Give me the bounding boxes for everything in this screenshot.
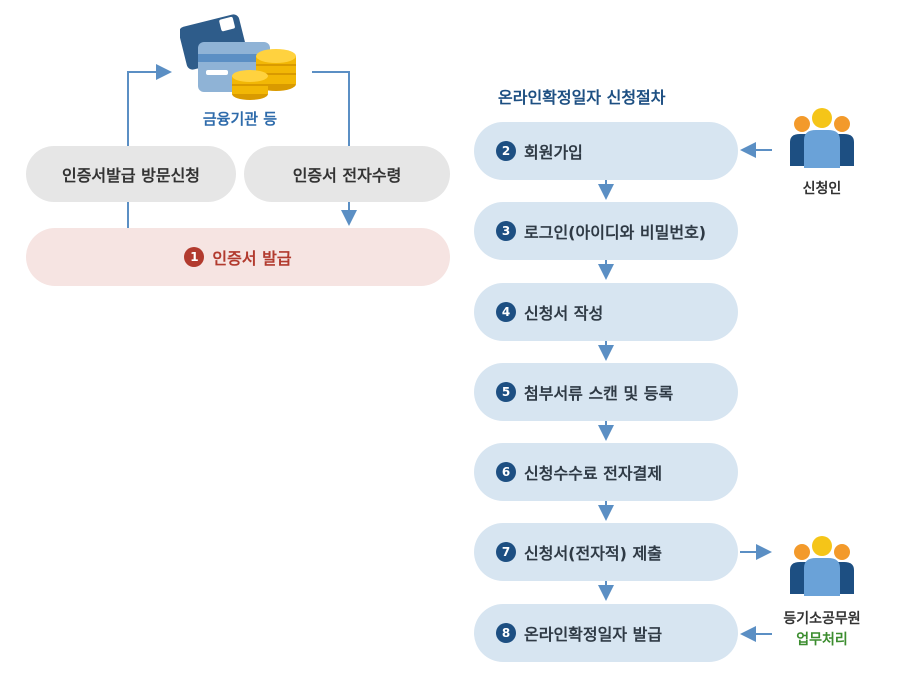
electronic-receive-pill: 인증서 전자수령 bbox=[244, 146, 450, 202]
procedure-title: 온라인확정일자 신청절차 bbox=[498, 88, 666, 107]
officer-group-icon bbox=[790, 536, 854, 596]
step-number: 3 bbox=[496, 221, 516, 241]
step-label: 첨부서류 스캔 및 등록 bbox=[524, 384, 674, 403]
certificate-issue-pill: 1 인증서 발급 bbox=[26, 228, 450, 286]
step-label: 로그인(아이디와 비밀번호) bbox=[524, 223, 707, 242]
step-7: 7 신청서(전자적) 제출 bbox=[474, 523, 738, 581]
step-label: 신청서 작성 bbox=[524, 304, 604, 323]
step-3: 3 로그인(아이디와 비밀번호) bbox=[474, 202, 738, 260]
institution-label: 금융기관 등 bbox=[202, 110, 278, 128]
step-number: 8 bbox=[496, 623, 516, 643]
step-5: 5 첨부서류 스캔 및 등록 bbox=[474, 363, 738, 421]
step-label: 온라인확정일자 발급 bbox=[524, 625, 663, 644]
step-number: 5 bbox=[496, 382, 516, 402]
applicant-group-icon bbox=[790, 108, 854, 168]
officer-label: 등기소공무원 bbox=[783, 611, 861, 627]
visit-request-pill: 인증서발급 방문신청 bbox=[26, 146, 236, 202]
step-2: 2 회원가입 bbox=[474, 122, 738, 180]
officer-sub-label: 업무처리 bbox=[796, 632, 848, 648]
step-label: 신청서(전자적) 제출 bbox=[524, 544, 662, 563]
step-8: 8 온라인확정일자 발급 bbox=[474, 604, 738, 662]
step-4: 4 신청서 작성 bbox=[474, 283, 738, 341]
certificate-issue-label: 인증서 발급 bbox=[212, 249, 292, 268]
card-coins-icon bbox=[180, 14, 296, 100]
step-number: 4 bbox=[496, 302, 516, 322]
step-number-1: 1 bbox=[184, 247, 205, 267]
step-6: 6 신청수수료 전자결제 bbox=[474, 443, 738, 501]
step-label: 신청수수료 전자결제 bbox=[524, 464, 663, 483]
step-number: 2 bbox=[496, 141, 516, 161]
step-number: 6 bbox=[496, 462, 516, 482]
applicant-label: 신청인 bbox=[802, 181, 842, 197]
step-number: 7 bbox=[496, 542, 516, 562]
step-label: 회원가입 bbox=[524, 143, 583, 162]
